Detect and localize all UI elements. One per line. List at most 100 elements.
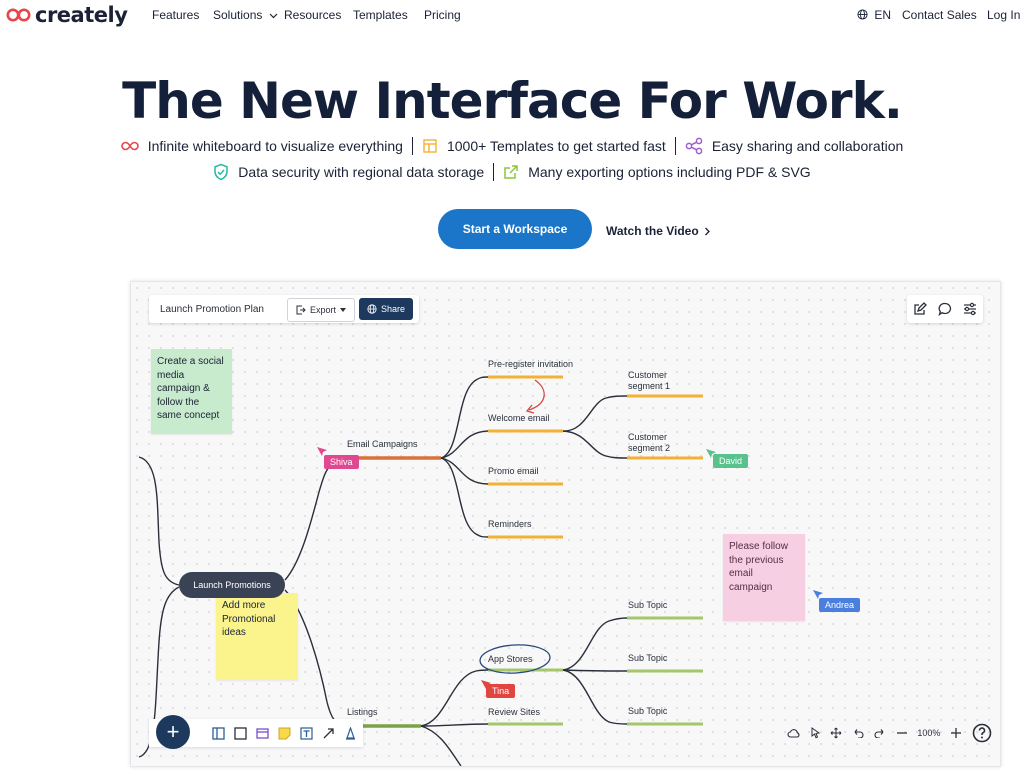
redo-button[interactable]: [874, 728, 886, 738]
features-row-1: Infinite whiteboard to visualize everyth…: [0, 137, 1024, 155]
node-customer-segment-1[interactable]: Customer segment 1: [628, 370, 671, 391]
arrow-icon: [323, 727, 334, 738]
feature-security: Data security with regional data storage: [213, 163, 484, 181]
node-email-campaigns[interactable]: Email Campaigns: [347, 439, 418, 449]
cursor-tag-andrea: Andrea: [819, 598, 861, 612]
zoom-out-button[interactable]: [896, 727, 908, 739]
feature-whiteboard-text: Infinite whiteboard to visualize everyth…: [147, 138, 403, 154]
add-fab-button[interactable]: +: [156, 715, 190, 749]
sticky-note-green[interactable]: Create a social media campaign & follow …: [151, 349, 232, 434]
canvas-title-bar: Launch Promotion Plan Export Share: [149, 295, 419, 323]
nav-link-features[interactable]: Features: [152, 8, 200, 22]
feature-exporting: Many exporting options including PDF & S…: [503, 164, 811, 180]
edit-icon[interactable]: [913, 302, 927, 316]
zoom-controls: 100%: [787, 719, 992, 747]
document-title[interactable]: Launch Promotion Plan: [160, 304, 264, 315]
template-tool[interactable]: [212, 726, 225, 740]
plus-icon: [951, 728, 962, 738]
separator: [411, 137, 413, 155]
undo-button[interactable]: [852, 728, 864, 738]
node-pre-register[interactable]: Pre-register invitation: [488, 359, 574, 369]
pointer-icon: [811, 727, 821, 739]
chevron-right-icon: [705, 227, 710, 236]
node-review-sites[interactable]: Review Sites: [488, 707, 541, 717]
help-button[interactable]: [972, 723, 992, 743]
hero-title: The New Interface For Work.: [122, 72, 903, 130]
feature-exporting-text: Many exporting options including PDF & S…: [528, 164, 811, 180]
shield-check-icon: [214, 163, 229, 181]
help-icon: [972, 723, 992, 743]
text-tool[interactable]: [300, 726, 313, 740]
login-link[interactable]: Log In: [987, 8, 1021, 22]
pen-tool[interactable]: [344, 726, 357, 740]
rectangle-tool[interactable]: [234, 726, 247, 740]
creately-logo[interactable]: creately: [6, 3, 128, 27]
top-navigation: creately Features Solutions Resources Te…: [0, 0, 1024, 32]
connector-tool[interactable]: [322, 727, 335, 740]
share-network-icon: [685, 137, 703, 155]
sticky-note-icon: [278, 727, 291, 739]
contact-sales-link[interactable]: Contact Sales: [902, 8, 977, 22]
node-customer-segment-2[interactable]: Customer segment 2: [628, 432, 671, 453]
nav-link-resources[interactable]: Resources: [284, 8, 342, 22]
cursor-tag-shiva: Shiva: [324, 455, 359, 469]
node-app-stores[interactable]: App Stores: [488, 654, 533, 664]
nav-link-templates[interactable]: Templates: [353, 8, 408, 22]
node-sub-topic-3[interactable]: Sub Topic: [628, 706, 668, 716]
move-icon: [831, 727, 842, 739]
zoom-level[interactable]: 100%: [917, 728, 941, 738]
nav-link-pricing[interactable]: Pricing: [424, 8, 461, 22]
cursor-tag-tina: Tina: [486, 684, 516, 698]
export-arrow-icon: [504, 165, 518, 179]
caret-down-icon: [340, 308, 346, 312]
pen-icon: [346, 726, 355, 740]
frame-tool[interactable]: [256, 727, 269, 740]
cursor-tag-david: David: [713, 454, 749, 468]
cloud-sync-icon[interactable]: [787, 728, 801, 738]
node-sub-topic-1[interactable]: Sub Topic: [628, 600, 668, 610]
undo-icon: [854, 729, 864, 738]
share-button[interactable]: Share: [359, 298, 413, 320]
language-label: EN: [874, 8, 892, 22]
node-sub-topic-2[interactable]: Sub Topic: [628, 653, 668, 663]
mindmap-connectors: [138, 375, 823, 766]
rectangle-icon: [234, 726, 247, 740]
chevron-down-icon: [269, 13, 278, 19]
language-selector[interactable]: EN: [857, 8, 891, 22]
whiteboard-canvas[interactable]: Launch Promotion Plan Export Share Creat…: [130, 281, 1001, 767]
sticky-note-pink[interactable]: Please follow the previous email campaig…: [723, 534, 805, 621]
node-welcome-email[interactable]: Welcome email: [488, 413, 550, 423]
nav-link-solutions-label: Solutions: [213, 8, 263, 22]
template-icon: [423, 139, 437, 153]
mindmap-root-node[interactable]: Launch Promotions: [179, 572, 285, 598]
comment-icon[interactable]: [938, 302, 952, 316]
sticky-tool[interactable]: [278, 727, 291, 740]
globe-icon: [367, 304, 377, 314]
start-workspace-button[interactable]: Start a Workspace: [438, 209, 592, 249]
infinity-icon: [120, 141, 139, 151]
feature-templates-text: 1000+ Templates to get started fast: [446, 138, 666, 154]
node-promo-email[interactable]: Promo email: [488, 466, 539, 476]
pan-move-icon[interactable]: [830, 727, 842, 739]
redo-icon: [874, 729, 884, 738]
watch-video-label: Watch the Video: [606, 224, 699, 238]
watch-video-link[interactable]: Watch the Video: [606, 224, 711, 238]
select-pointer-icon[interactable]: [811, 727, 821, 739]
minus-icon: [896, 732, 907, 734]
separator: [674, 137, 676, 155]
node-listings[interactable]: Listings: [347, 707, 378, 717]
text-icon: [300, 726, 313, 740]
globe-icon: [857, 9, 868, 20]
feature-sharing-text: Easy sharing and collaboration: [711, 138, 904, 154]
export-button[interactable]: Export: [287, 298, 355, 322]
features-row-2: Data security with regional data storage…: [0, 163, 1024, 181]
logo-text: creately: [35, 3, 128, 27]
zoom-in-button[interactable]: [950, 727, 962, 739]
separator: [493, 163, 495, 181]
frame-icon: [256, 727, 269, 739]
panel-icon: [212, 726, 225, 740]
settings-sliders-icon[interactable]: [963, 302, 977, 316]
node-reminders[interactable]: Reminders: [488, 519, 532, 529]
sticky-note-yellow[interactable]: Add more Promotional ideas: [216, 593, 298, 680]
nav-link-solutions[interactable]: Solutions: [213, 8, 278, 22]
